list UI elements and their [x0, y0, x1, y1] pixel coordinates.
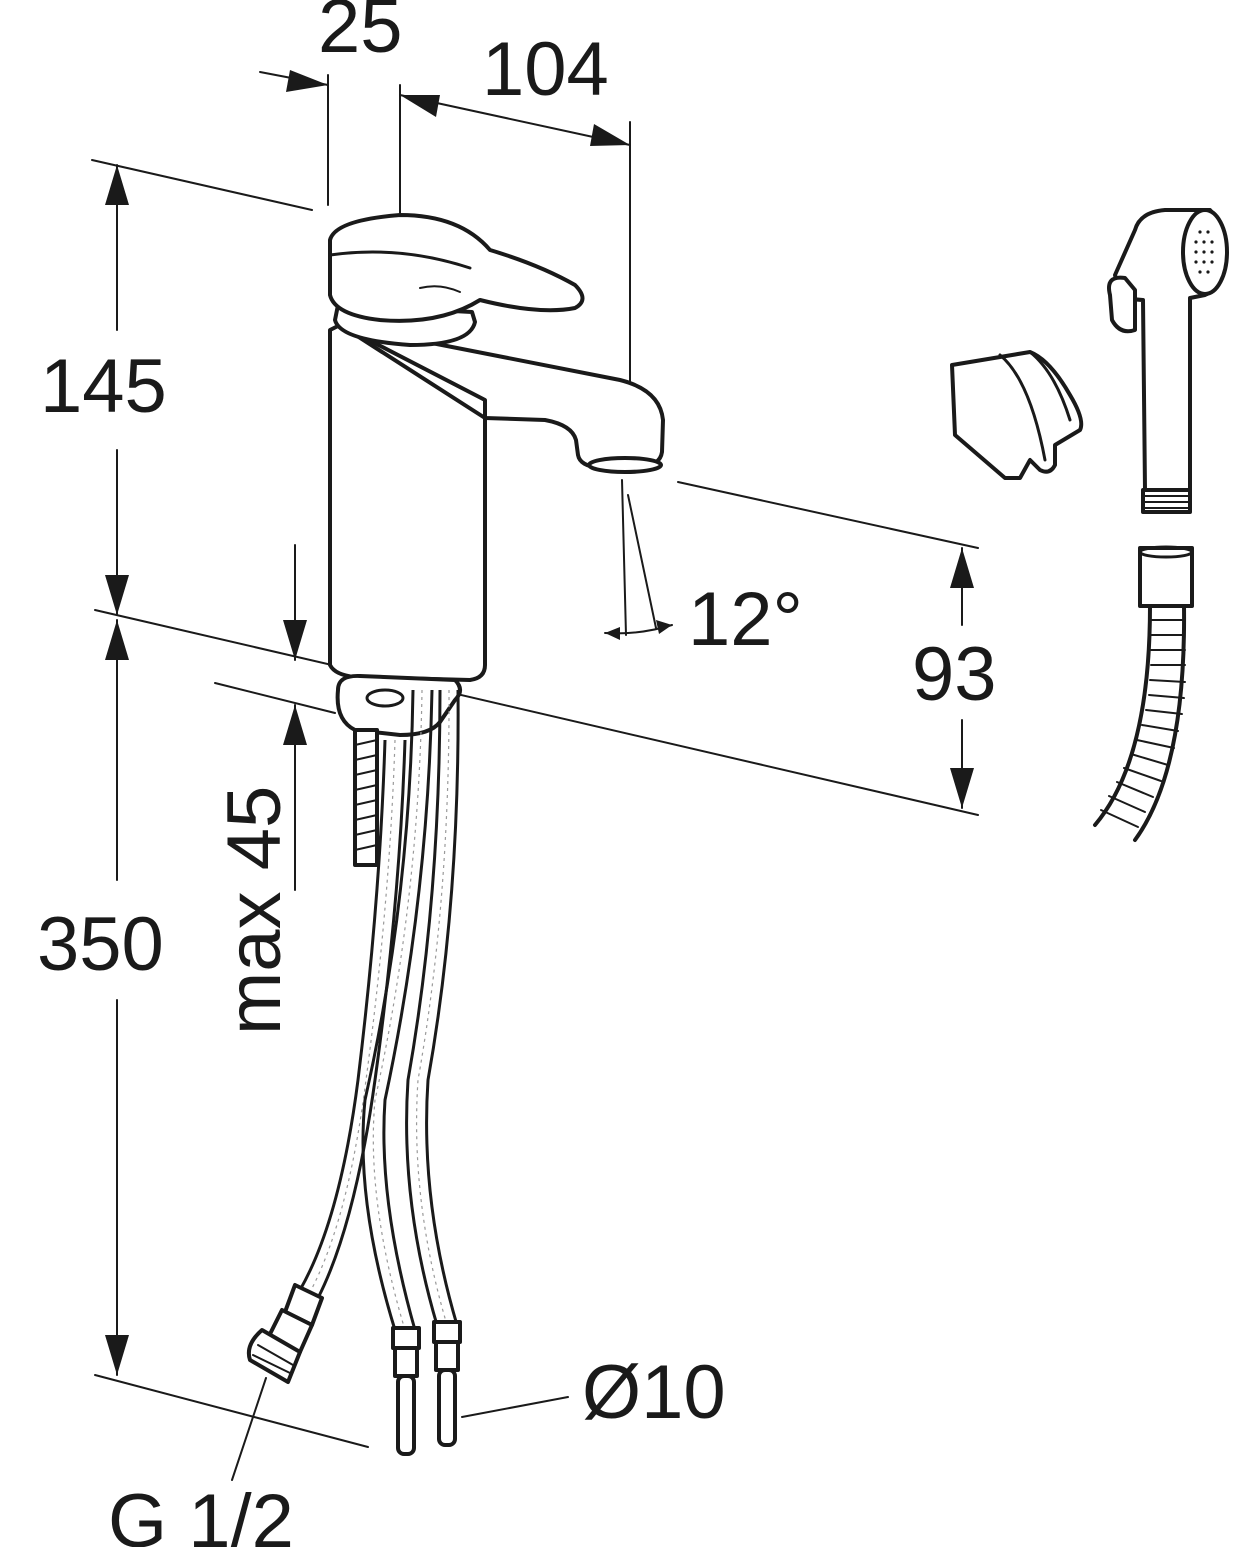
g12-connector — [246, 1283, 324, 1384]
label-25: 25 — [318, 0, 403, 69]
hose-right-edge-1 — [405, 689, 442, 1326]
label-g12: G 1/2 — [108, 1479, 294, 1547]
ext-line-max45 — [214, 682, 336, 714]
label-max45: max 45 — [212, 786, 297, 1035]
hose-middle-edge-1 — [361, 689, 415, 1331]
faucet-lever — [328, 213, 585, 323]
angle-line-slanted — [627, 494, 657, 629]
arrow-angle-left — [605, 627, 620, 640]
lever-detail — [419, 285, 461, 293]
wall-holder — [950, 350, 1084, 480]
arrow-angle-right — [656, 620, 672, 634]
arrow-93-bottom — [950, 768, 974, 808]
leader-o10 — [461, 1396, 569, 1418]
label-93: 93 — [912, 632, 997, 717]
holder-slot-line — [1028, 350, 1072, 422]
hose-right-edge-2 — [425, 689, 460, 1326]
pipe-end-right — [432, 1320, 462, 1447]
deck-reference-line — [94, 609, 979, 816]
shower-hose-edge-left — [1093, 604, 1152, 827]
holder-inner-line — [998, 353, 1047, 462]
hose-left-braid — [308, 739, 396, 1295]
arrow-25 — [286, 70, 328, 92]
label-104: 104 — [482, 27, 609, 112]
faucet-body — [328, 323, 487, 682]
hose-middle-edge-2 — [382, 689, 434, 1331]
ext-line-93-top — [677, 481, 979, 549]
label-145: 145 — [40, 344, 167, 429]
faucet — [328, 213, 665, 682]
nozzle-dots — [1194, 230, 1214, 274]
arrow-350-bottom — [105, 1335, 129, 1375]
mounting-bracket — [335, 673, 462, 737]
holder-body — [950, 350, 1084, 480]
hose-left-edge-2 — [316, 739, 407, 1299]
dimension-labels: 25 104 145 12° 93 max 45 350 Ø10 G 1/2 — [37, 0, 997, 1547]
hose-right-braid — [415, 689, 450, 1326]
shower-trigger — [1107, 275, 1137, 334]
arrow-104-left — [400, 95, 440, 117]
bracket-hole — [365, 688, 405, 708]
arrow-max45-bottom — [283, 705, 307, 745]
hose-nut-top — [1138, 545, 1194, 559]
angle-line-vertical — [621, 479, 627, 636]
dimension-lines — [91, 70, 979, 1481]
shower-hose-edge-right — [1133, 604, 1187, 842]
pipe-end-left — [391, 1326, 421, 1456]
arrow-max45-top — [283, 620, 307, 660]
shower-thread-lines — [1142, 495, 1191, 509]
hose-middle-braid — [372, 689, 423, 1331]
arrow-350-top — [105, 620, 129, 660]
hand-shower — [1107, 208, 1229, 514]
label-12deg: 12° — [688, 577, 803, 662]
arrow-93-top — [950, 548, 974, 588]
ext-line-145-top — [91, 159, 313, 211]
hose-left-edge-1 — [298, 739, 387, 1291]
arrow-145-top — [105, 165, 129, 205]
arrow-104-right — [590, 124, 630, 146]
label-o10: Ø10 — [582, 1350, 726, 1435]
arrow-145-bottom — [105, 575, 129, 615]
shower-hose-rings — [1100, 619, 1186, 828]
lever-edge-line — [328, 250, 472, 270]
faucet-aerator — [587, 456, 663, 474]
leader-g12 — [231, 1377, 267, 1481]
connection-hoses — [246, 673, 462, 1456]
ext-line-350-bottom — [94, 1374, 369, 1448]
label-350: 350 — [37, 902, 164, 987]
stud-threads — [354, 739, 378, 851]
shower-hose — [1093, 545, 1194, 842]
